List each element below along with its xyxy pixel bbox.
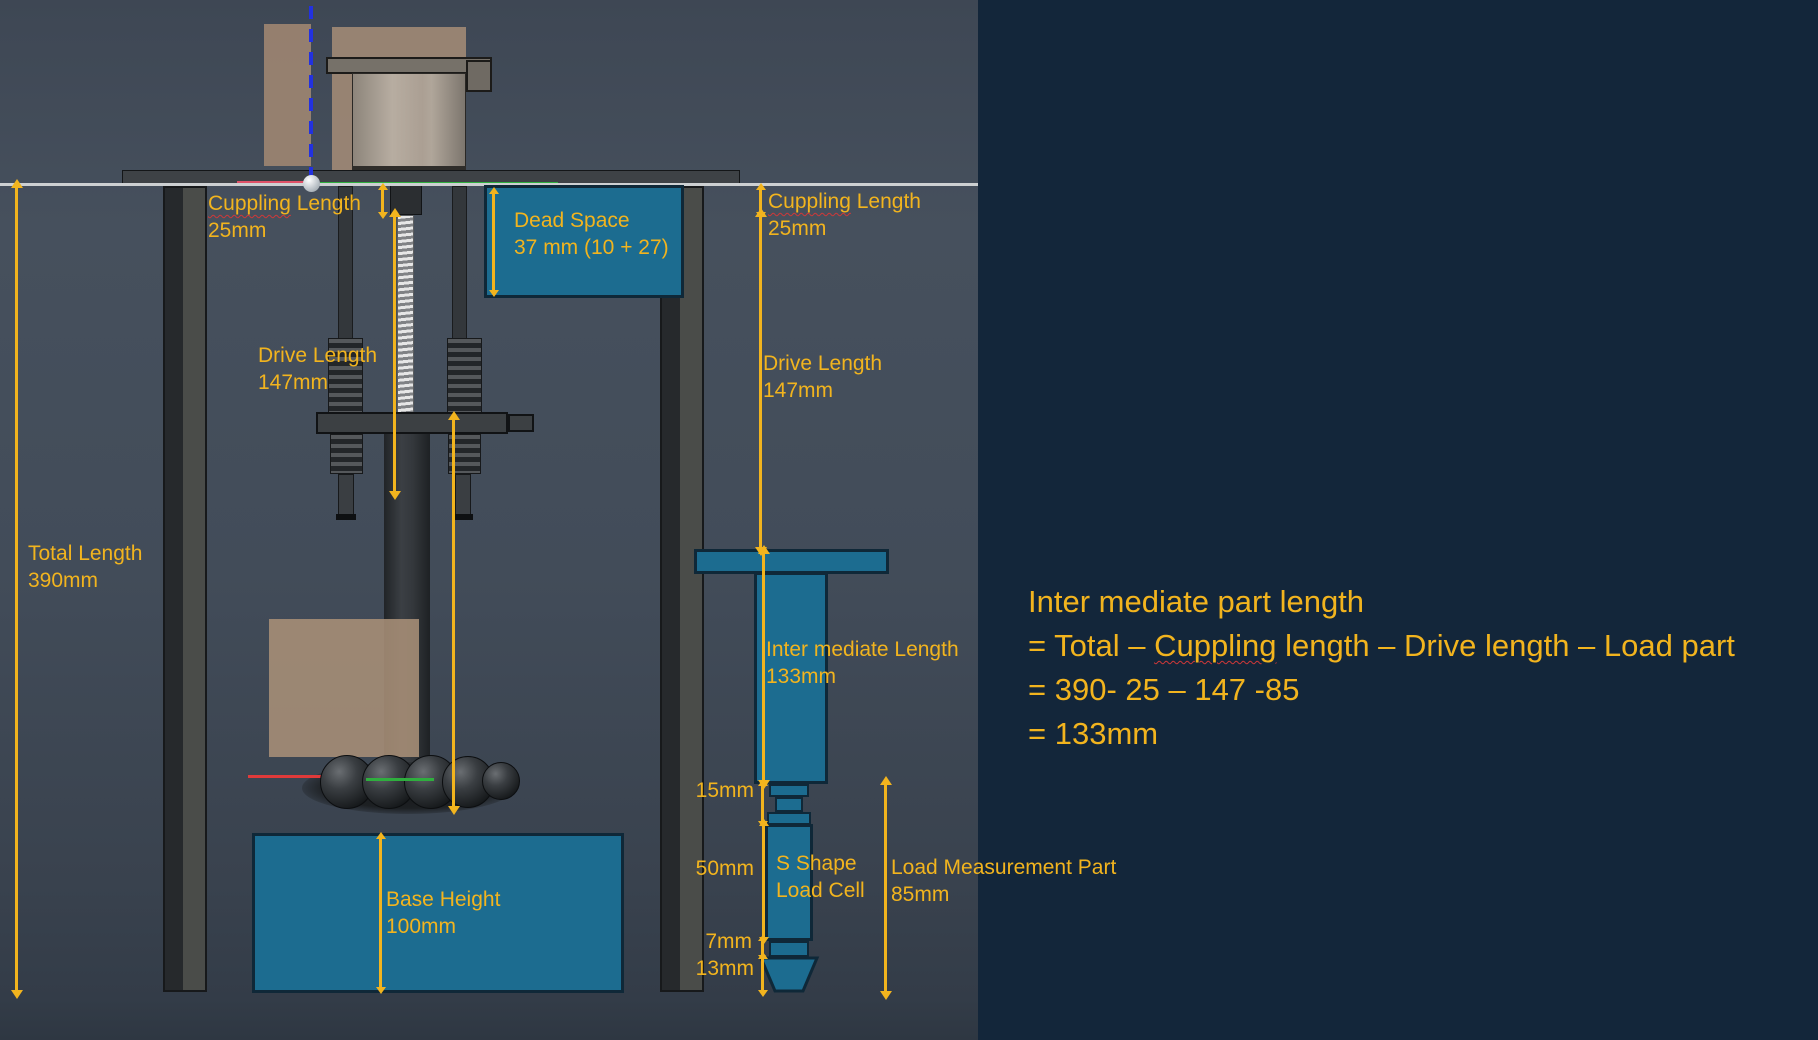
drive-right-value: 147mm bbox=[763, 379, 834, 403]
rod-cap-right bbox=[453, 514, 473, 520]
lead-screw bbox=[397, 215, 414, 416]
cuppling-left-word: Cuppling bbox=[208, 192, 291, 215]
arrow-drive-right bbox=[754, 208, 767, 556]
intermediate-title: Inter mediate Length bbox=[766, 638, 959, 661]
axis-x-red bbox=[237, 181, 309, 184]
calc-line-3: = 390- 25 – 147 -85 bbox=[1028, 672, 1300, 707]
axis-green-lower bbox=[366, 778, 434, 781]
cuppling-right-value: 25mm bbox=[768, 217, 827, 241]
drive-left-title: Drive Length bbox=[258, 344, 378, 367]
rod-left bbox=[338, 474, 354, 518]
label-base-height: Base Height 100mm bbox=[386, 886, 500, 941]
base-height-title: Base Height bbox=[386, 888, 501, 911]
label-dead-space: Dead Space 37 mm (10 + 27) bbox=[514, 207, 669, 262]
label-13mm: 13mm bbox=[695, 957, 754, 980]
label-total-length: Total Length 390mm bbox=[28, 540, 142, 595]
load-part-title: Load Measurement Part bbox=[891, 856, 1117, 879]
arrow-cuppling-left bbox=[377, 183, 388, 219]
cuppling-left-rest: Length bbox=[290, 192, 361, 215]
origin-ball bbox=[303, 175, 320, 192]
dead-space-value: 37 mm (10 + 27) bbox=[514, 236, 669, 260]
label-s-shape-load-cell: S Shape Load Cell bbox=[776, 850, 865, 905]
drive-left-value: 147mm bbox=[258, 371, 329, 395]
cad-viewport: Total Length 390mm Cuppling Length 25mm … bbox=[0, 0, 1116, 1040]
cuppling-left-value: 25mm bbox=[208, 219, 267, 243]
label-cuppling-right: Cuppling Length 25mm bbox=[768, 188, 921, 243]
intermediate-body bbox=[754, 572, 828, 784]
cuppling-right-rest: Length bbox=[850, 190, 921, 213]
tan-box-left bbox=[264, 24, 311, 166]
label-50mm: 50mm bbox=[695, 857, 754, 880]
centerline-dashed bbox=[309, 6, 313, 186]
cuppling-right-word: Cuppling bbox=[768, 190, 851, 213]
bushing-right-top bbox=[447, 338, 482, 414]
arrow-drive-left bbox=[388, 208, 401, 500]
label-cuppling-left: Cuppling Length 25mm bbox=[208, 190, 361, 245]
motor-body bbox=[352, 73, 466, 172]
load-cell-neck bbox=[769, 941, 809, 957]
tan-payload-box bbox=[269, 619, 419, 757]
motor-flange-bracket bbox=[466, 60, 492, 92]
total-length-value: 390mm bbox=[28, 569, 99, 593]
calc-line-2: = Total – Cuppling length – Drive length… bbox=[1028, 628, 1735, 663]
calc-cuppling-word: Cuppling bbox=[1154, 628, 1277, 663]
label-15mm: 15mm bbox=[695, 779, 754, 802]
label-load-part: Load Measurement Part 85mm bbox=[891, 854, 1116, 909]
reference-line bbox=[0, 183, 978, 186]
arrow-dead-space bbox=[488, 187, 499, 297]
total-length-title: Total Length bbox=[28, 542, 143, 565]
arrow-13mm bbox=[757, 952, 768, 997]
ball-5 bbox=[482, 762, 520, 800]
connector-step-1 bbox=[769, 784, 809, 797]
carriage-extension bbox=[508, 414, 534, 432]
axis-red-lower bbox=[248, 775, 328, 778]
intermediate-flange bbox=[694, 549, 889, 574]
connector-step-2 bbox=[775, 797, 803, 812]
arrow-total-length bbox=[10, 179, 23, 999]
arrow-intermediate bbox=[757, 545, 770, 789]
dead-space-title: Dead Space bbox=[514, 209, 630, 232]
s-shape-line1: S Shape bbox=[776, 852, 857, 875]
label-7mm: 7mm bbox=[705, 930, 752, 953]
load-part-value: 85mm bbox=[891, 883, 950, 907]
s-shape-line2: Load Cell bbox=[776, 879, 865, 903]
calc-line-1: Inter mediate part length bbox=[1028, 584, 1365, 619]
frame-column-left bbox=[163, 186, 207, 992]
label-intermediate: Inter mediate Length 133mm bbox=[766, 636, 959, 691]
bushing-left-bottom bbox=[330, 434, 363, 474]
calc-line-4: = 133mm bbox=[1028, 716, 1159, 751]
frame-column-right bbox=[660, 186, 704, 992]
drive-right-title: Drive Length bbox=[763, 352, 883, 375]
arrow-base-height bbox=[375, 832, 386, 994]
arrow-15mm bbox=[757, 779, 768, 828]
arrow-stroke bbox=[447, 411, 460, 815]
calculation-text: Inter mediate part length = Total – Cupp… bbox=[1028, 580, 1735, 756]
carriage-plate bbox=[316, 412, 508, 434]
load-cell-tip bbox=[758, 956, 820, 993]
rod-right bbox=[455, 474, 471, 518]
label-drive-left: Drive Length 147mm bbox=[258, 342, 377, 397]
dead-space-box bbox=[484, 185, 684, 298]
arrow-load-part bbox=[879, 776, 892, 1000]
rod-cap-left bbox=[336, 514, 356, 520]
base-height-value: 100mm bbox=[386, 915, 457, 939]
intermediate-value: 133mm bbox=[766, 665, 837, 689]
base-box bbox=[252, 833, 624, 993]
motor-base-line bbox=[352, 166, 466, 172]
arrow-50mm bbox=[758, 819, 769, 944]
load-cell-body bbox=[765, 824, 813, 941]
label-drive-right: Drive Length 147mm bbox=[763, 350, 882, 405]
